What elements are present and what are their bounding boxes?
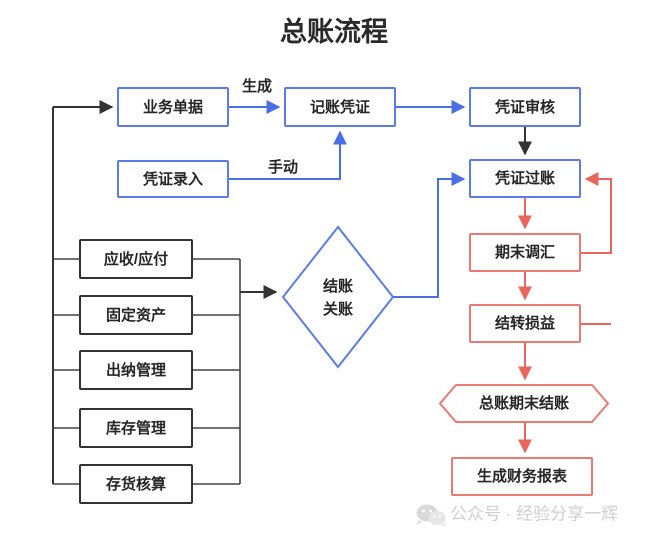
node-close-settle-label-line2: 关账 — [323, 300, 353, 318]
node-voucher-review-box[interactable] — [469, 87, 581, 127]
node-ar-ap-label: 应收/应付 — [104, 250, 168, 268]
node-carry-pl[interactable]: 结转损益 — [469, 304, 581, 343]
node-carry-pl-label: 结转损益 — [495, 314, 555, 332]
node-cashier-mgmt-label: 出纳管理 — [106, 361, 166, 379]
watermark-label: 公众号 · 经验分享一辉 — [450, 504, 618, 523]
node-close-settle[interactable]: 结账 关账 — [281, 225, 395, 369]
edge-label-manual: 手动 — [268, 158, 298, 176]
node-voucher-entry-box[interactable] — [117, 160, 229, 198]
node-close-settle-diamond[interactable] — [281, 225, 395, 369]
node-accounting-voucher-box[interactable] — [284, 87, 396, 127]
node-voucher-entry-label: 凭证录入 — [142, 170, 203, 188]
node-accounting-voucher-label: 记账凭证 — [310, 98, 370, 116]
page-title: 总账流程 — [280, 17, 388, 47]
node-ar-ap[interactable]: 应收/应付 — [79, 239, 193, 279]
node-voucher-posting-box[interactable] — [469, 159, 581, 198]
node-period-fx[interactable]: 期末调汇 — [469, 233, 581, 272]
wechat-icon — [416, 504, 447, 527]
node-gl-period-close-label: 总账期末结账 — [479, 394, 569, 412]
node-gen-fin-report-box[interactable] — [451, 457, 593, 496]
node-fixed-assets-box[interactable] — [79, 295, 193, 335]
node-period-fx-label: 期末调汇 — [495, 243, 555, 261]
node-voucher-entry[interactable]: 凭证录入 — [117, 160, 229, 198]
red-chain-connectors — [518, 172, 612, 454]
node-stock-costing-box[interactable] — [79, 464, 193, 504]
node-period-fx-box[interactable] — [469, 233, 581, 272]
node-business-doc[interactable]: 业务单据 — [117, 87, 229, 127]
node-cashier-mgmt[interactable]: 出纳管理 — [79, 350, 193, 390]
edge-period-fx-feedback — [580, 172, 612, 254]
node-business-doc-box[interactable] — [117, 87, 229, 127]
node-inventory-mgmt[interactable]: 库存管理 — [79, 408, 193, 448]
node-close-settle-label-line1: 结账 — [323, 277, 353, 295]
node-voucher-posting-label: 凭证过账 — [494, 169, 555, 187]
node-cashier-mgmt-box[interactable] — [79, 350, 193, 390]
node-gen-fin-report[interactable]: 生成财务报表 — [451, 457, 593, 496]
node-gen-fin-report-label: 生成财务报表 — [477, 467, 568, 485]
node-fixed-assets[interactable]: 固定资产 — [79, 295, 193, 335]
module-bus-connectors — [52, 100, 278, 485]
node-business-doc-label: 业务单据 — [143, 98, 203, 116]
node-voucher-posting[interactable]: 凭证过账 — [469, 159, 581, 198]
edge-label-generate: 生成 — [242, 77, 272, 95]
node-accounting-voucher[interactable]: 记账凭证 — [284, 87, 396, 127]
node-stock-costing-label: 存货核算 — [106, 475, 166, 493]
watermark: 公众号 · 经验分享一辉 — [416, 504, 618, 527]
node-inventory-mgmt-box[interactable] — [79, 408, 193, 448]
edge-entry-to-voucher — [228, 130, 347, 180]
node-gl-period-close-hexagon[interactable] — [438, 384, 610, 423]
node-voucher-review-label: 凭证审核 — [494, 98, 555, 116]
node-stock-costing[interactable]: 存货核算 — [79, 464, 193, 504]
node-fixed-assets-label: 固定资产 — [106, 306, 166, 324]
node-gl-period-close[interactable]: 总账期末结账 — [438, 384, 610, 423]
node-carry-pl-box[interactable] — [469, 304, 581, 343]
node-inventory-mgmt-label: 库存管理 — [106, 419, 166, 437]
node-ar-ap-box[interactable] — [79, 239, 193, 279]
node-voucher-review[interactable]: 凭证审核 — [469, 87, 581, 127]
